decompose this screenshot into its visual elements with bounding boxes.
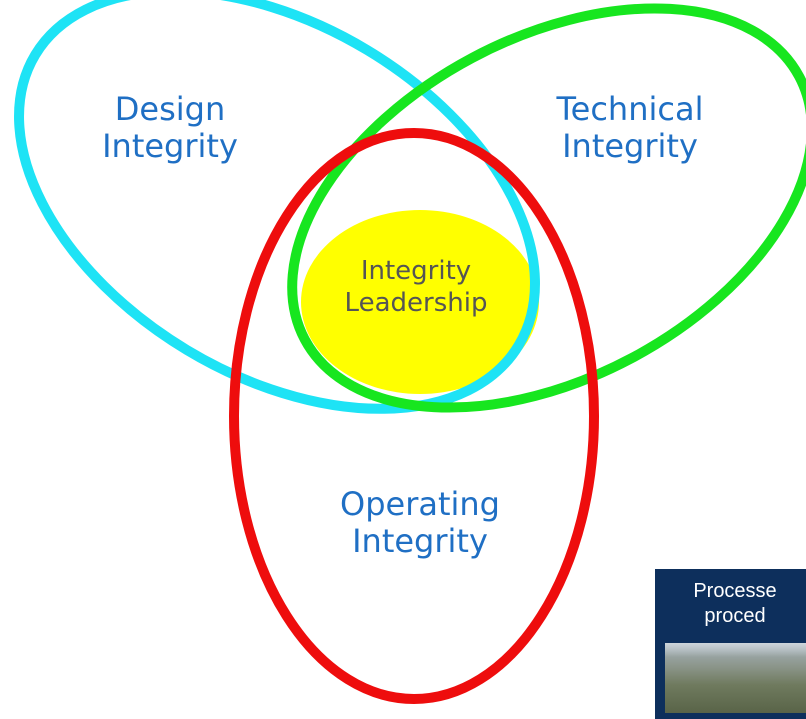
landscape-photo xyxy=(665,643,806,713)
operating-integrity-line-2: Integrity xyxy=(352,522,488,561)
thumbnail-title-line-2: proced xyxy=(704,605,766,627)
integrity-leadership-label: Integrity Leadership xyxy=(326,256,506,319)
operating-integrity-ellipse xyxy=(229,128,599,704)
processes-thumbnail-card: Processe proced xyxy=(655,569,806,719)
integrity-leadership-line-1: Integrity xyxy=(360,256,472,286)
operating-integrity-line-1: Operating xyxy=(340,485,500,523)
technical-integrity-label: Technical Integrity xyxy=(530,90,730,166)
operating-integrity-label: Operating Integrity xyxy=(320,485,520,561)
design-integrity-line-2: Integrity xyxy=(102,127,238,166)
integrity-leadership-line-2: Leadership xyxy=(344,287,488,318)
center-leadership-region xyxy=(301,210,539,394)
technical-integrity-line-2: Integrity xyxy=(562,127,698,166)
design-integrity-label: Design Integrity xyxy=(90,90,250,166)
design-integrity-ellipse xyxy=(14,0,540,414)
technical-integrity-line-1: Technical xyxy=(556,90,704,128)
thumbnail-title: Processe proced xyxy=(655,579,806,629)
photo-sky-haze xyxy=(665,643,806,657)
design-integrity-line-1: Design xyxy=(114,90,226,128)
technical-integrity-ellipse xyxy=(287,3,806,413)
thumbnail-title-line-1: Processe xyxy=(693,580,777,602)
